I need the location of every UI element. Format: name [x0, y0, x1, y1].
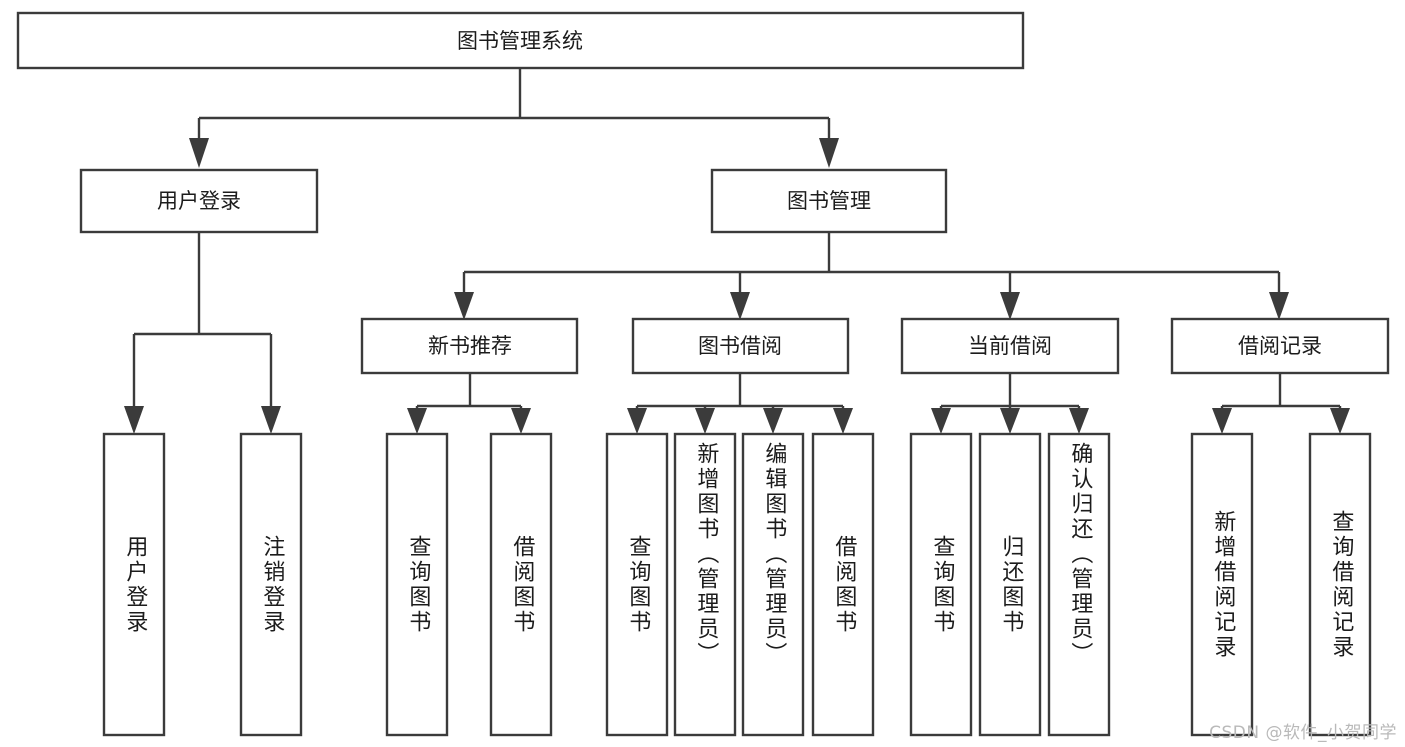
leaf-box-bb-edit-book-admin[interactable]	[741, 432, 805, 737]
leaf-box-user-login[interactable]	[102, 432, 166, 737]
leaf-box-nbr-borrow-book[interactable]	[489, 432, 553, 737]
node-borrow-record-label: 借阅记录	[1238, 334, 1322, 358]
node-user-login-label: 用户登录	[157, 189, 241, 213]
leaf-box-logout-login[interactable]	[239, 432, 303, 737]
leaf-box-cb-return-book[interactable]	[978, 432, 1042, 737]
watermark-text: CSDN @软件_小贺同学	[1209, 723, 1397, 743]
node-book-management-box[interactable]	[710, 168, 948, 234]
leaf-box-nbr-query-book[interactable]	[385, 432, 449, 737]
node-book-borrow-box[interactable]	[631, 317, 850, 375]
arrow-login-leaf2	[261, 406, 281, 434]
leaf-box-cb-query-book[interactable]	[909, 432, 973, 737]
leaf-box-br-add-record[interactable]	[1190, 432, 1254, 737]
arrow-record-leaf2	[1330, 408, 1350, 434]
node-book-management-label: 图书管理	[787, 189, 871, 213]
arrow-bookmgmt-to-record	[1269, 292, 1289, 320]
arrow-current-leaf2	[1000, 408, 1020, 434]
node-new-book-recommend-box[interactable]	[360, 317, 579, 375]
leaf-box-br-query-record[interactable]	[1308, 432, 1372, 737]
arrow-current-leaf1	[931, 408, 951, 434]
arrow-borrow-leaf3	[763, 408, 783, 434]
arrow-borrow-leaf4	[833, 408, 853, 434]
arrow-newbook-leaf2	[511, 408, 531, 434]
node-root-label: 图书管理系统	[457, 29, 583, 53]
arrow-record-leaf1	[1212, 408, 1232, 434]
node-borrow-record-box[interactable]	[1170, 317, 1390, 375]
leaf-box-cb-confirm-return-admin[interactable]	[1047, 432, 1111, 737]
leaf-box-bb-add-book-admin[interactable]	[673, 432, 737, 737]
leaf-box-bb-query-book[interactable]	[605, 432, 669, 737]
arrow-root-to-bookmgmt	[819, 138, 839, 168]
node-current-borrow-label: 当前借阅	[968, 334, 1052, 358]
node-new-book-recommend-label: 新书推荐	[428, 334, 512, 358]
node-root-box[interactable]	[16, 11, 1025, 70]
arrow-bookmgmt-to-current	[1000, 292, 1020, 320]
node-current-borrow-box[interactable]	[900, 317, 1120, 375]
arrow-current-leaf3	[1069, 408, 1089, 434]
arrow-bookmgmt-to-newbook	[454, 292, 474, 320]
arrow-root-to-login	[189, 138, 209, 168]
arrow-login-leaf1	[124, 406, 144, 434]
leaf-box-bb-borrow-book[interactable]	[811, 432, 875, 737]
arrow-borrow-leaf2	[695, 408, 715, 434]
arrow-bookmgmt-to-borrow	[730, 292, 750, 320]
arrow-newbook-leaf1	[407, 408, 427, 434]
arrow-borrow-leaf1	[627, 408, 647, 434]
node-book-borrow-label: 图书借阅	[698, 334, 782, 358]
